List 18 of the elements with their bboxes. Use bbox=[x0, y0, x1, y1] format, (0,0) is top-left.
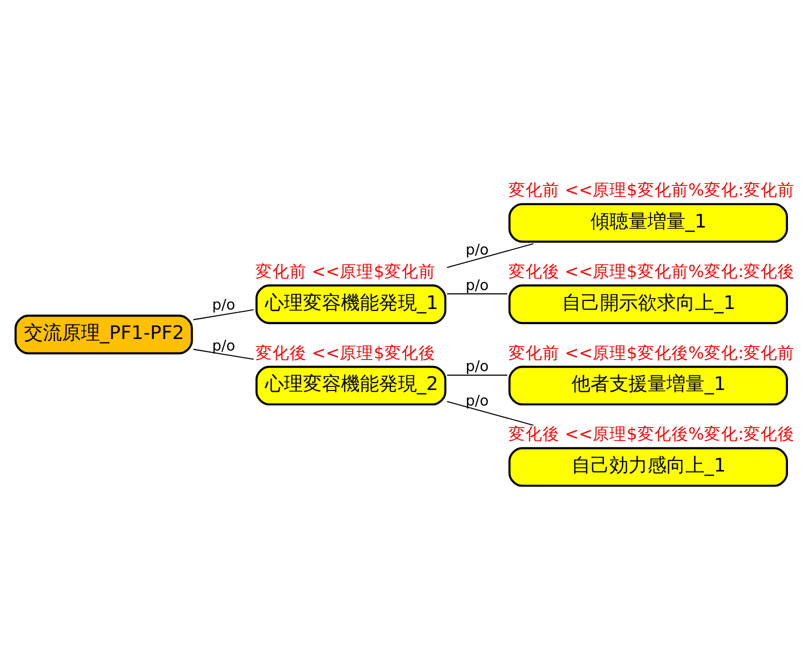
connector bbox=[193, 348, 254, 360]
node-label: 変化後 <<原理$変化後%変化:変化後 bbox=[508, 424, 795, 444]
edge-label: p/o bbox=[466, 392, 489, 410]
node-label: 変化後 <<原理$変化前%変化:変化後 bbox=[508, 262, 795, 281]
connector bbox=[447, 293, 508, 294]
edge-label: p/o bbox=[466, 241, 489, 258]
connector bbox=[193, 309, 254, 320]
connector bbox=[447, 374, 508, 376]
connector bbox=[446, 400, 534, 426]
node-label: 変化前 <<原理$変化前%変化:変化前 bbox=[508, 180, 795, 200]
node-label: 変化前 <<原理$変化前 bbox=[255, 262, 436, 281]
connector bbox=[446, 243, 534, 268]
node-label: 変化後 <<原理$変化後 bbox=[255, 343, 436, 362]
node-label: 変化前 <<原理$変化後%変化:変化前 bbox=[508, 343, 795, 362]
edge-label: p/o bbox=[466, 358, 489, 376]
edge-label: p/o bbox=[466, 276, 489, 294]
edge-label: p/o bbox=[212, 296, 236, 314]
edge-label: p/o bbox=[212, 337, 236, 354]
